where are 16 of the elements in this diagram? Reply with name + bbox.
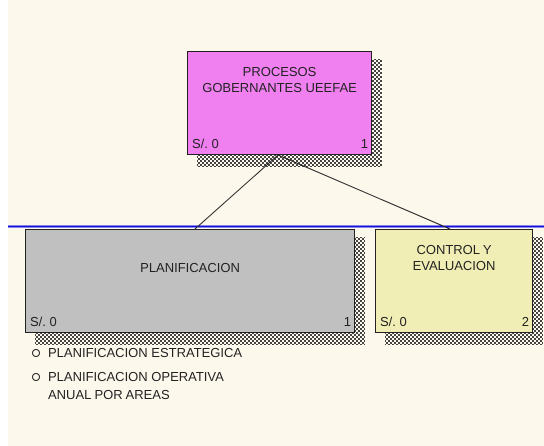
org-chart-box bbox=[25, 229, 355, 333]
box-number: 1 bbox=[360, 136, 368, 151]
box-title: PROCESOS GOBERNANTES UEEFAE bbox=[202, 64, 357, 96]
box-title: CONTROL Y EVALUACION bbox=[412, 242, 496, 274]
box-title: PLANIFICACION bbox=[139, 260, 241, 276]
box-number: 1 bbox=[344, 314, 351, 329]
connector-line bbox=[194, 154, 278, 230]
list-item: PLANIFICACION OPERATIVA ANUAL POR AREAS bbox=[48, 368, 225, 404]
org-chart-box bbox=[375, 229, 533, 333]
org-chart-box bbox=[187, 51, 372, 155]
budget-amount: S/. 0 bbox=[380, 314, 407, 329]
budget-amount: S/. 0 bbox=[30, 314, 57, 329]
list-item: PLANIFICACION ESTRATEGICA bbox=[48, 344, 244, 362]
budget-amount: S/. 0 bbox=[192, 136, 219, 151]
connector-line bbox=[278, 154, 450, 230]
box-number: 2 bbox=[522, 314, 529, 329]
